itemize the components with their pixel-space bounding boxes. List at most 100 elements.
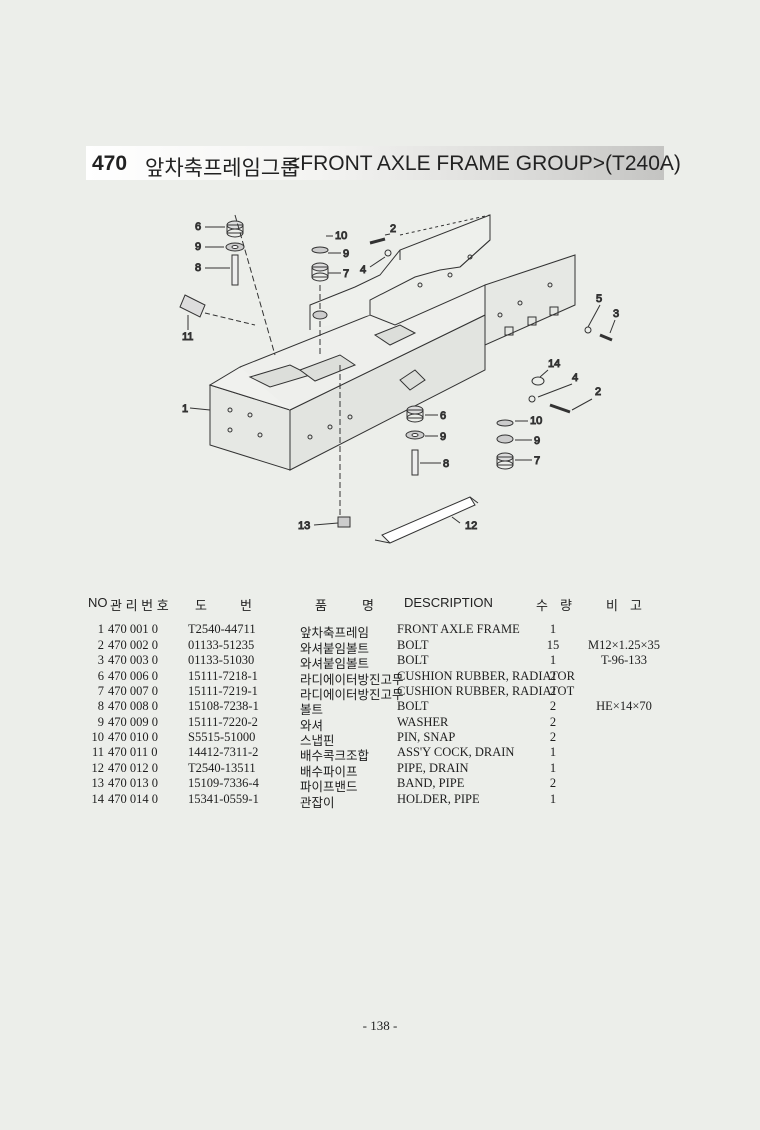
table-row: 7 470 007 0 15111-7219-1 라디에이터방진고무 CUSHI…: [0, 684, 760, 702]
svg-text:4: 4: [572, 372, 578, 384]
col-header-qty-2: 량: [560, 598, 572, 613]
svg-text:10: 10: [530, 415, 542, 427]
svg-text:8: 8: [195, 262, 201, 274]
row-group: 470 006 0: [108, 669, 158, 683]
row-qty: 2: [549, 669, 557, 683]
svg-text:11: 11: [182, 331, 193, 343]
row-no: 8: [97, 699, 104, 713]
row-name-ko: 라디에이터방진고무: [300, 688, 404, 702]
table-row: 6 470 006 0 15111-7218-1 라디에이터방진고무 CUSHI…: [0, 669, 760, 687]
table-row: 11 470 011 0 14412-7311-2 배수콕크조합 ASS'Y C…: [0, 745, 760, 763]
svg-text:10: 10: [335, 230, 347, 242]
svg-text:13: 13: [298, 520, 310, 532]
svg-text:14: 14: [548, 358, 560, 370]
svg-text:9: 9: [534, 435, 540, 447]
svg-text:6: 6: [440, 410, 446, 422]
col-header-no: NO: [88, 595, 108, 610]
row-part-no: 15111-7220-2: [188, 715, 258, 729]
row-part-no: 15111-7219-1: [188, 684, 258, 698]
row-desc: CUSHION RUBBER, RADIATOR: [397, 669, 575, 683]
row-group: 470 007 0: [108, 684, 158, 698]
svg-text:8: 8: [443, 458, 449, 470]
row-no: 11: [91, 745, 104, 759]
row-name-ko: 와셔붙임볼트: [300, 657, 370, 671]
row-no: 9: [97, 715, 104, 729]
table-row: 12 470 012 0 T2540-13511 배수파이프 PIPE, DRA…: [0, 761, 760, 779]
table-row: 9 470 009 0 15111-7220-2 와셔 WASHER 2: [0, 715, 760, 733]
row-part-no: 15111-7218-1: [188, 669, 258, 683]
row-part-no: 15341-0559-1: [188, 792, 259, 806]
row-name-ko: 배수파이프: [300, 765, 358, 779]
col-header-note-1: 비: [606, 598, 618, 613]
row-qty: 1: [549, 792, 557, 806]
section-number: 470: [92, 152, 128, 175]
bolts: [369, 237, 613, 414]
row-qty: 1: [549, 622, 557, 636]
row-group: 470 010 0: [108, 730, 158, 744]
svg-text:7: 7: [343, 268, 349, 280]
row-desc: ASS'Y COCK, DRAIN: [397, 745, 515, 759]
section-title-korean: 앞차축프레임그룹: [145, 157, 300, 180]
row-qty: 1: [549, 745, 557, 759]
row-no: 6: [97, 669, 104, 683]
col-header-note-2: 고: [630, 598, 642, 613]
row-name-ko: 파이프밴드: [300, 780, 358, 794]
row-group: 470 014 0: [108, 792, 158, 806]
row-group: 470 009 0: [108, 715, 158, 729]
row-desc: PIN, SNAP: [397, 730, 456, 744]
row-qty: 2: [549, 699, 557, 713]
row-group: 470 008 0: [108, 699, 158, 713]
section-header-band: [86, 146, 664, 180]
parts-stack-left: [225, 214, 276, 356]
row-name-ko: 배수콕크조합: [300, 749, 370, 763]
svg-text:5: 5: [596, 293, 602, 305]
row-group: 470 013 0: [108, 776, 158, 790]
row-part-no: 01133-51030: [188, 653, 255, 667]
row-qty: 2: [549, 730, 557, 744]
table-row: 2 470 002 0 01133-51235 와셔붙임볼트 BOLT 15 M…: [0, 638, 760, 656]
svg-text:2: 2: [595, 386, 601, 398]
row-name-ko: 와셔붙임볼트: [300, 642, 370, 656]
row-group: 470 003 0: [108, 653, 158, 667]
parts-stack-right-lower: [405, 405, 425, 476]
row-desc: WASHER: [397, 715, 449, 729]
row-no: 10: [91, 730, 105, 744]
svg-text:1: 1: [182, 403, 188, 415]
col-header-name-2: 명: [362, 598, 374, 613]
row-note: M12×1.25×35: [587, 638, 661, 652]
row-qty: 1: [549, 761, 557, 775]
row-no: 2: [97, 638, 104, 652]
row-name-ko: 볼트: [300, 703, 324, 717]
row-no: 14: [91, 792, 105, 806]
row-note: T-96-133: [600, 653, 648, 667]
col-header-drawing-no-2: 번: [240, 598, 252, 613]
col-header-mgmt-no: 관 리 번 호: [110, 598, 169, 613]
row-name-ko: 스냅핀: [300, 734, 335, 748]
table-row: 14 470 014 0 15341-0559-1 관잡이 HOLDER, PI…: [0, 792, 760, 810]
front-axle-frame: [208, 214, 576, 471]
row-part-no: T2540-44711: [188, 622, 256, 636]
pipe-holder: [531, 376, 545, 386]
row-qty: 15: [546, 638, 560, 652]
drain-pipe: [337, 365, 479, 544]
row-desc: HOLDER, PIPE: [397, 792, 480, 806]
row-desc: BOLT: [397, 699, 429, 713]
svg-text:6: 6: [195, 221, 201, 233]
row-desc: BAND, PIPE: [397, 776, 465, 790]
svg-text:3: 3: [613, 308, 619, 320]
row-name-ko: 와셔: [300, 719, 324, 733]
row-part-no: 15108-7238-1: [188, 699, 259, 713]
row-qty: 2: [549, 715, 557, 729]
svg-text:7: 7: [534, 455, 540, 467]
row-no: 12: [91, 761, 105, 775]
parts-stack-right-upper: [496, 419, 514, 470]
svg-text:12: 12: [465, 520, 477, 532]
section-title-english: <FRONT AXLE FRAME GROUP>(T240A): [288, 152, 681, 175]
col-header-description: DESCRIPTION: [404, 595, 493, 610]
svg-text:9: 9: [343, 248, 349, 260]
callout-labels: 6 9 8 11 1 10 9 7 2 4 5 3 14 4 2 6 9 8 1…: [182, 221, 620, 533]
svg-text:9: 9: [440, 431, 446, 443]
row-note: HE×14×70: [596, 699, 652, 713]
page-number: - 138 -: [362, 1018, 398, 1033]
row-group: 470 002 0: [108, 638, 158, 652]
